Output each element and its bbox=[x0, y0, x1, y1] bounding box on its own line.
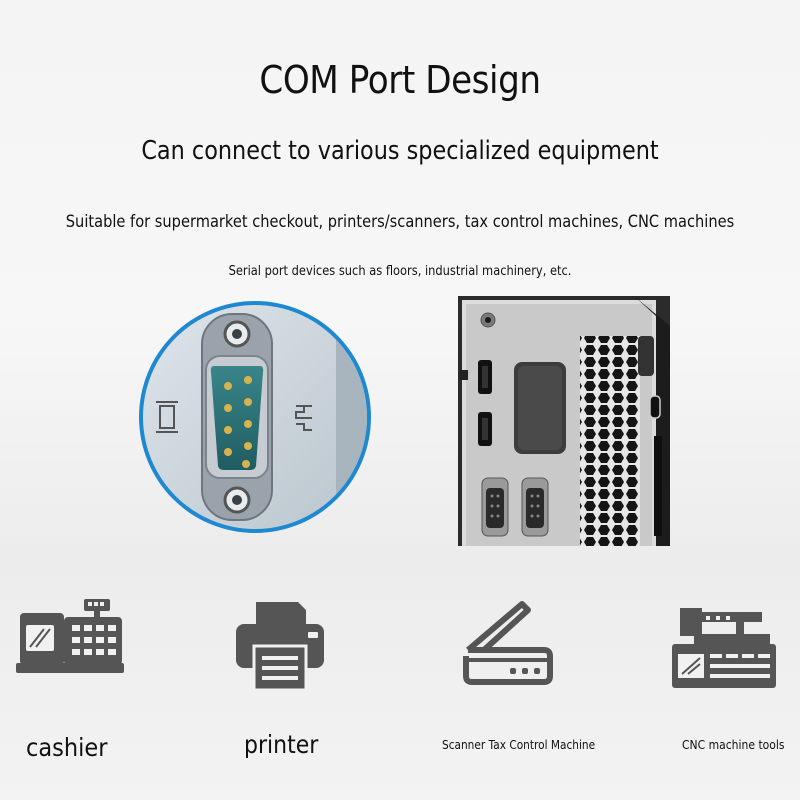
feature-label: cashier bbox=[26, 733, 108, 762]
scanner-icon bbox=[463, 601, 553, 685]
feature-label: printer bbox=[244, 730, 319, 759]
cnc-machine-icon bbox=[672, 608, 776, 688]
feature-printer: printer bbox=[232, 600, 332, 780]
feature-cashier: cashier bbox=[14, 595, 134, 775]
feature-scanner: Scanner Tax Control Machine bbox=[440, 600, 600, 780]
printer-icon bbox=[236, 602, 324, 692]
page-title: COM Port Design bbox=[259, 58, 541, 102]
cash-register-icon bbox=[16, 599, 124, 673]
page-subtitle: Can connect to various specialized equip… bbox=[141, 136, 659, 166]
note-text: Serial port devices such as floors, indu… bbox=[228, 264, 572, 279]
feature-cnc: CNC machine tools bbox=[670, 604, 790, 784]
description-text: Suitable for supermarket checkout, print… bbox=[65, 212, 735, 232]
feature-label: CNC machine tools bbox=[682, 738, 785, 752]
feature-label: Scanner Tax Control Machine bbox=[442, 738, 596, 752]
serial-port-closeup-image bbox=[139, 301, 371, 533]
pc-back-panel-image bbox=[458, 296, 670, 546]
